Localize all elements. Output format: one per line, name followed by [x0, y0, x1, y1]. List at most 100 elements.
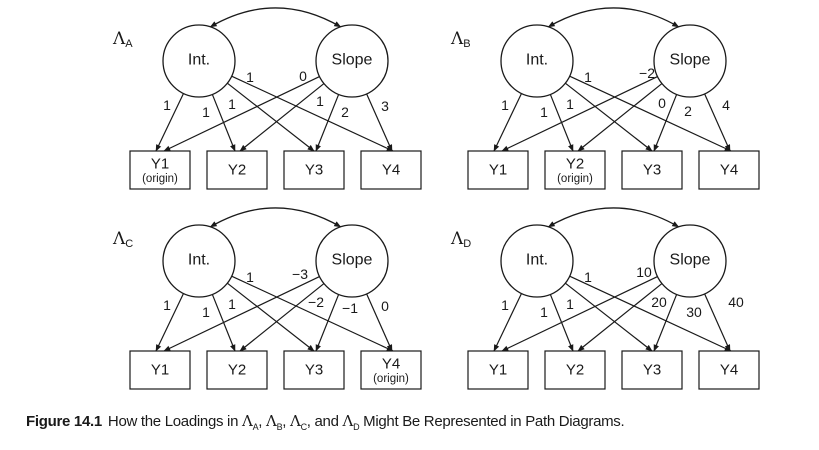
panel-title: ΛD	[450, 229, 471, 250]
intercept-loading-arrow	[549, 94, 574, 152]
slope-loading-arrow	[577, 283, 663, 352]
intercept-factor	[500, 24, 574, 98]
intercept-loading-arrow	[493, 293, 523, 352]
observed-variable-box	[283, 350, 345, 390]
observed-variable-box	[467, 350, 529, 390]
observed-variable-box	[467, 150, 529, 190]
intercept-factor-label: Int.	[188, 52, 210, 69]
intercept-loading-arrow	[493, 93, 523, 152]
intercept-loading-value: 1	[202, 104, 210, 120]
slope-loading-value: 3	[381, 98, 389, 114]
intercept-loading-arrow	[211, 294, 236, 352]
intercept-factor	[162, 224, 236, 298]
origin-label: (origin)	[373, 373, 409, 385]
observed-variable-box	[698, 150, 760, 190]
caption-lambda-d: Λ	[342, 412, 354, 430]
intercept-factor-label: Int.	[188, 252, 210, 269]
caption-lambda-c: Λ	[290, 412, 301, 430]
slope-loading-arrow	[704, 293, 731, 352]
slope-loading-value: 2	[684, 103, 692, 119]
slope-factor-label: Slope	[332, 252, 373, 269]
factor-covariance-arrow	[547, 207, 680, 228]
slope-loading-value: 0	[299, 68, 307, 84]
observed-variable-box	[621, 350, 683, 390]
intercept-loading-value: 1	[540, 104, 548, 120]
slope-loading-value: 4	[722, 97, 730, 113]
intercept-loading-value: 1	[246, 269, 254, 285]
intercept-factor	[500, 224, 574, 298]
observed-variable-label: Y4	[720, 162, 738, 179]
slope-factor	[315, 24, 389, 98]
caption-lambda-b: Λ	[266, 412, 277, 430]
origin-label: (origin)	[557, 173, 593, 185]
intercept-factor-label: Int.	[526, 52, 548, 69]
slope-loading-value: 0	[381, 298, 389, 314]
intercept-loading-arrow	[564, 82, 653, 152]
slope-factor-label: Slope	[670, 52, 711, 69]
observed-variable-label: Y2	[566, 362, 584, 379]
caption-sub-a: A	[252, 422, 259, 432]
intercept-loading-arrow	[155, 93, 185, 152]
factor-covariance-arrow	[209, 207, 342, 228]
observed-variable-label: Y2	[566, 156, 584, 173]
slope-loading-value: 10	[636, 264, 652, 280]
intercept-loading-value: 1	[540, 304, 548, 320]
intercept-loading-value: 1	[163, 297, 171, 313]
slope-loading-arrow	[501, 76, 658, 152]
observed-variable-label: Y3	[305, 362, 323, 379]
slope-loading-arrow	[239, 283, 325, 352]
slope-loading-value: −3	[292, 266, 308, 282]
slope-loading-value: 40	[728, 294, 744, 310]
intercept-loading-arrow	[211, 94, 236, 152]
slope-loading-arrow	[239, 83, 325, 152]
intercept-factor-label: Int.	[526, 252, 548, 269]
slope-loading-arrow	[315, 294, 340, 352]
caption-separator: , and	[306, 413, 339, 430]
observed-variable-label: Y1	[151, 362, 169, 379]
slope-loading-value: 2	[341, 104, 349, 120]
caption-text-before: How the Loadings in	[107, 413, 239, 430]
slope-loading-arrow	[653, 94, 678, 152]
caption-sub-c: C	[300, 422, 308, 432]
slope-loading-value: −2	[308, 294, 324, 310]
factor-covariance-arrow	[547, 7, 680, 28]
intercept-loading-arrow	[226, 82, 315, 152]
observed-variable-label: Y4	[382, 356, 400, 373]
intercept-loading-value: 1	[228, 296, 236, 312]
intercept-loading-value: 1	[584, 269, 592, 285]
observed-variable-box	[206, 150, 268, 190]
slope-loading-arrow	[653, 294, 678, 352]
intercept-loading-arrow	[231, 275, 394, 352]
slope-factor	[315, 224, 389, 298]
slope-loading-arrow	[366, 93, 393, 152]
intercept-loading-value: 1	[566, 296, 574, 312]
slope-factor-label: Slope	[332, 52, 373, 69]
slope-loading-arrow	[577, 83, 663, 152]
panel-title: ΛC	[112, 229, 133, 250]
intercept-loading-arrow	[155, 293, 185, 352]
observed-variable-box	[129, 350, 191, 390]
slope-loading-arrow	[315, 94, 340, 152]
intercept-loading-arrow	[564, 282, 653, 352]
caption-separator: ,	[258, 413, 263, 430]
observed-variable-label: Y3	[643, 362, 661, 379]
intercept-loading-arrow	[549, 294, 574, 352]
observed-variable-box	[544, 150, 606, 190]
intercept-loading-value: 1	[584, 69, 592, 85]
slope-loading-value: 20	[651, 294, 667, 310]
observed-variable-label: Y2	[228, 162, 246, 179]
observed-variable-box	[129, 150, 191, 190]
caption-separator: ,	[282, 413, 287, 430]
observed-variable-label: Y2	[228, 362, 246, 379]
slope-loading-value: −2	[639, 65, 655, 81]
slope-loading-value: −1	[342, 300, 358, 316]
slope-loading-arrow	[704, 93, 731, 152]
caption-sub-b: B	[276, 422, 283, 432]
observed-variable-box	[544, 350, 606, 390]
observed-variable-box	[360, 350, 422, 390]
observed-variable-box	[698, 350, 760, 390]
